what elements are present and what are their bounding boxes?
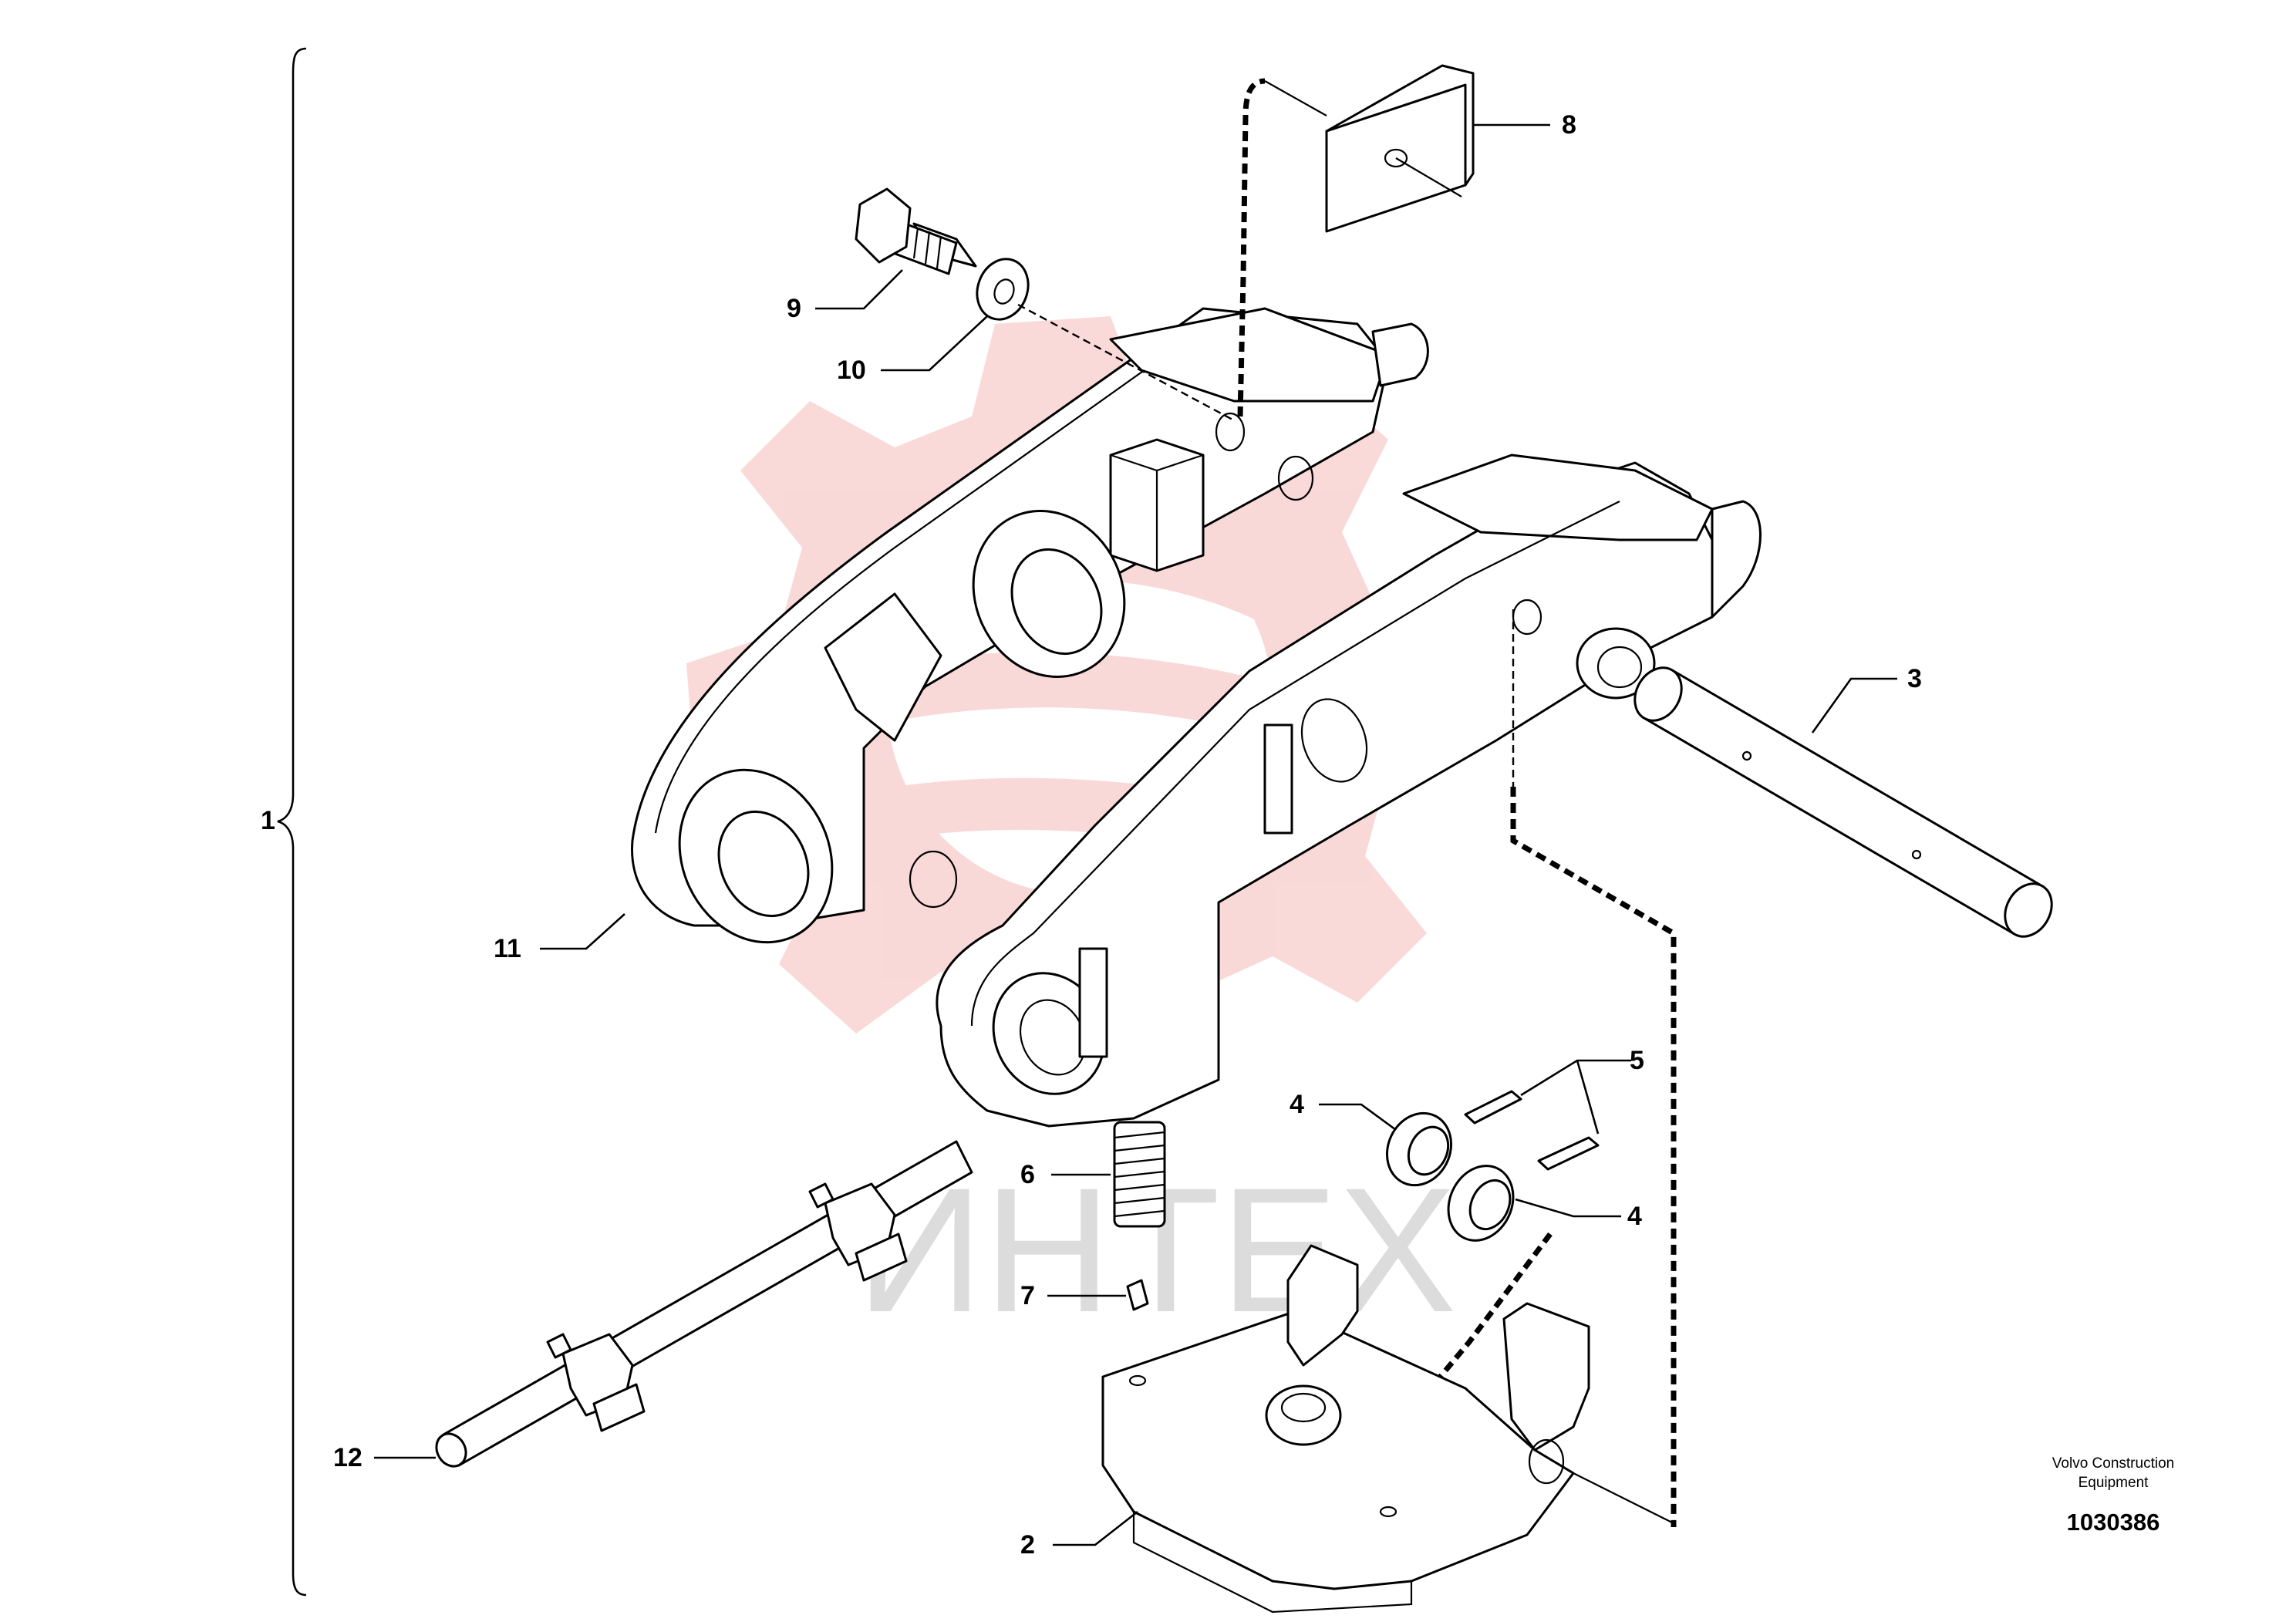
bushing-bore xyxy=(1407,1125,1450,1176)
locking-bracket-left-lug xyxy=(1286,1244,1359,1367)
callout-11: 11 xyxy=(494,934,521,963)
stop-block-top xyxy=(1110,454,1204,571)
leader-2 xyxy=(1053,1510,1138,1546)
bucket-bracket-body xyxy=(631,307,1762,1128)
callout-9: 9 xyxy=(787,294,801,323)
rear-end-boss xyxy=(1711,500,1762,619)
wear-pad-top xyxy=(1325,64,1475,187)
left-upper-pin-hole xyxy=(1010,548,1103,656)
wear-pad-bolt-hole xyxy=(1384,148,1408,168)
wear-pad-axis xyxy=(1395,157,1462,197)
assembly-path-8 xyxy=(1237,78,1266,417)
leader-10 xyxy=(881,315,988,372)
drawing-number: 1030386 xyxy=(2067,1509,2160,1536)
long-pin xyxy=(1633,666,2053,938)
locking-bracket-lug-hole xyxy=(1528,1438,1565,1485)
spring-pin-lower xyxy=(1537,1136,1600,1171)
callout-12: 12 xyxy=(333,1443,362,1472)
callout-5: 5 xyxy=(1630,1046,1644,1075)
right-plate-top xyxy=(1402,454,1714,541)
compression-spring xyxy=(1113,1121,1166,1228)
flat-washer-hole xyxy=(993,278,1015,305)
rod-clamp-lower xyxy=(546,1333,646,1432)
watermark-gear xyxy=(686,316,1481,1095)
locking-bracket xyxy=(1101,1244,1590,1614)
left-wedge xyxy=(824,592,942,742)
retaining-slot xyxy=(1263,723,1293,835)
left-plate-edge xyxy=(654,339,1188,834)
clamp-foot xyxy=(592,1383,646,1432)
plunger xyxy=(1126,1279,1149,1311)
pin-hole xyxy=(1128,1374,1147,1387)
callout-8: 8 xyxy=(1562,110,1576,140)
callout-7: 7 xyxy=(1020,1281,1035,1310)
assembly-link-2 xyxy=(1565,1469,1674,1524)
clamp-bolt xyxy=(546,1333,572,1359)
bolt-head xyxy=(855,187,912,264)
pin-hole xyxy=(1300,698,1368,783)
leader-5 xyxy=(1520,1059,1631,1135)
right-rear-pin-hole xyxy=(1596,646,1643,689)
clamp-foot xyxy=(855,1233,908,1282)
rod-clamp-upper xyxy=(808,1182,908,1282)
leader-4a xyxy=(1319,1103,1397,1131)
assembly-path-2 xyxy=(1510,787,1677,1527)
pin-end-face xyxy=(2004,882,2053,938)
callout-3: 3 xyxy=(1907,664,1922,693)
assembly-path-4 xyxy=(1428,1232,1553,1391)
locking-bracket-edge xyxy=(1132,1512,1413,1614)
callout-1: 1 xyxy=(261,806,275,835)
clamp-rod xyxy=(435,1140,973,1468)
pin-hole xyxy=(909,850,958,909)
locking-bracket-boss xyxy=(1265,1384,1342,1446)
callout-6: 6 xyxy=(1020,1160,1035,1189)
assembly-link-8 xyxy=(1264,80,1327,116)
leader-3 xyxy=(1811,677,1897,733)
retaining-slot xyxy=(1078,947,1108,1058)
manufacturer-name: Volvo Construction xyxy=(2052,1455,2174,1472)
pin-shaft xyxy=(1641,669,2045,935)
callout-4b: 4 xyxy=(1627,1202,1642,1231)
left-lower-pin-hole xyxy=(717,810,810,918)
leader-9 xyxy=(815,269,903,310)
leader-11 xyxy=(540,913,625,950)
bushing-bore xyxy=(1468,1179,1512,1231)
bushing-lower xyxy=(1447,1165,1515,1242)
pin-cross-hole xyxy=(1911,849,1922,860)
locking-bracket-base xyxy=(1101,1310,1575,1590)
leader-4b xyxy=(1515,1198,1621,1218)
hex-bolt xyxy=(855,187,977,275)
assembly-path-10 xyxy=(1017,303,1235,422)
pin-hole xyxy=(1215,412,1246,452)
rod-end-face xyxy=(435,1432,467,1468)
callout-2: 2 xyxy=(1020,1530,1035,1560)
bolt-thread xyxy=(912,227,942,269)
clamp-bolt xyxy=(808,1182,834,1209)
pin-hole xyxy=(1379,1506,1397,1518)
locking-bracket-right-lug xyxy=(1502,1302,1590,1452)
manufacturer-name-line2: Equipment xyxy=(2079,1475,2149,1491)
callout-4a: 4 xyxy=(1290,1090,1304,1119)
assembly-bracket xyxy=(277,47,307,1597)
flat-washer xyxy=(976,258,1030,321)
callout-10: 10 xyxy=(837,356,866,385)
upper-end-boss xyxy=(1371,322,1429,387)
spring-coils xyxy=(1114,1131,1165,1218)
right-plate-edge xyxy=(970,501,1620,1027)
wear-pad-block xyxy=(1325,64,1475,233)
pin-start-face xyxy=(1633,666,1683,722)
bushing-upper xyxy=(1385,1111,1453,1187)
spring-pin-upper xyxy=(1464,1090,1522,1125)
pin-hole xyxy=(1277,455,1314,501)
pin-cross-hole xyxy=(1741,750,1752,761)
locking-bracket-boss-hole xyxy=(1280,1392,1327,1423)
